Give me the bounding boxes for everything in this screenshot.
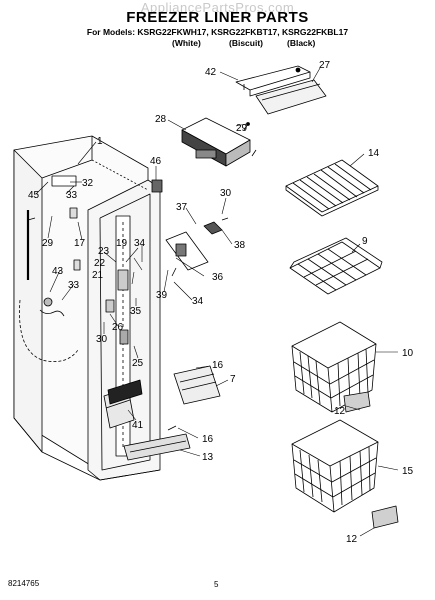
callout-12-upper: 12 [334,406,346,417]
callout-15: 15 [402,466,414,477]
callout-26: 26 [112,322,124,333]
callout-12-lower: 12 [346,534,358,545]
callout-37: 37 [176,202,188,213]
callout-25: 25 [132,358,144,369]
callout-32: 32 [82,178,94,189]
footer-part-code: 8214765 [8,579,40,588]
callout-9: 9 [362,236,368,247]
callout-33-lower: 33 [68,280,80,291]
callout-38: 38 [234,240,246,251]
callout-labels: 1 27 42 28 29 14 46 45 32 33 29 17 30 37… [28,60,414,545]
callout-46: 46 [150,156,162,167]
page-title: FREEZER LINER PARTS [126,9,309,26]
callout-17: 17 [74,238,86,249]
color-biscuit: (Biscuit) [229,38,263,48]
callout-34-lower: 34 [192,296,204,307]
models-line: For Models: KSRG22FKWH17, KSRG22FKBT17, … [86,27,349,37]
callout-7: 7 [230,374,236,385]
callout-22: 22 [94,258,106,269]
callout-23: 23 [98,246,110,257]
callout-27: 27 [319,60,331,71]
light-housing-drawing [181,117,257,167]
callout-16-lower: 16 [202,434,214,445]
callout-30-upper: 30 [220,188,232,199]
color-black: (Black) [287,38,316,48]
callout-41: 41 [132,420,144,431]
callout-36: 36 [212,272,224,283]
callout-19: 19 [116,238,128,249]
callout-30-lower: 30 [96,334,108,345]
callout-leaders [35,67,399,537]
color-white: (White) [172,38,201,48]
callout-45: 45 [28,190,40,201]
callout-16-upper: 16 [212,360,224,371]
wire-basket-upper-drawing [291,321,377,413]
callout-13: 13 [202,452,214,463]
callout-14: 14 [368,148,380,159]
callout-10: 10 [402,348,414,359]
wire-shelf-upper-drawing [285,159,379,217]
wire-basket-lower-drawing [291,419,399,529]
callout-21: 21 [92,270,104,281]
cover-bracket-drawing [235,65,327,115]
lower-rail-parts-drawing [107,365,221,461]
wire-shelf-lower-drawing [289,237,383,295]
page-number: 5 [214,580,219,589]
callout-33-upper: 33 [66,190,78,201]
callout-28: 28 [155,114,167,125]
callout-29-left: 29 [42,238,54,249]
callout-43: 43 [52,266,64,277]
callout-35: 35 [130,306,142,317]
callout-39: 39 [156,290,168,301]
callout-42: 42 [205,67,217,78]
callout-29-top: 29 [236,123,248,134]
callout-34-upper: 34 [134,238,146,249]
callout-1: 1 [97,136,103,147]
watermark: AppliancePartsPros.com [140,0,295,15]
control-bracket-drawing [151,179,229,277]
